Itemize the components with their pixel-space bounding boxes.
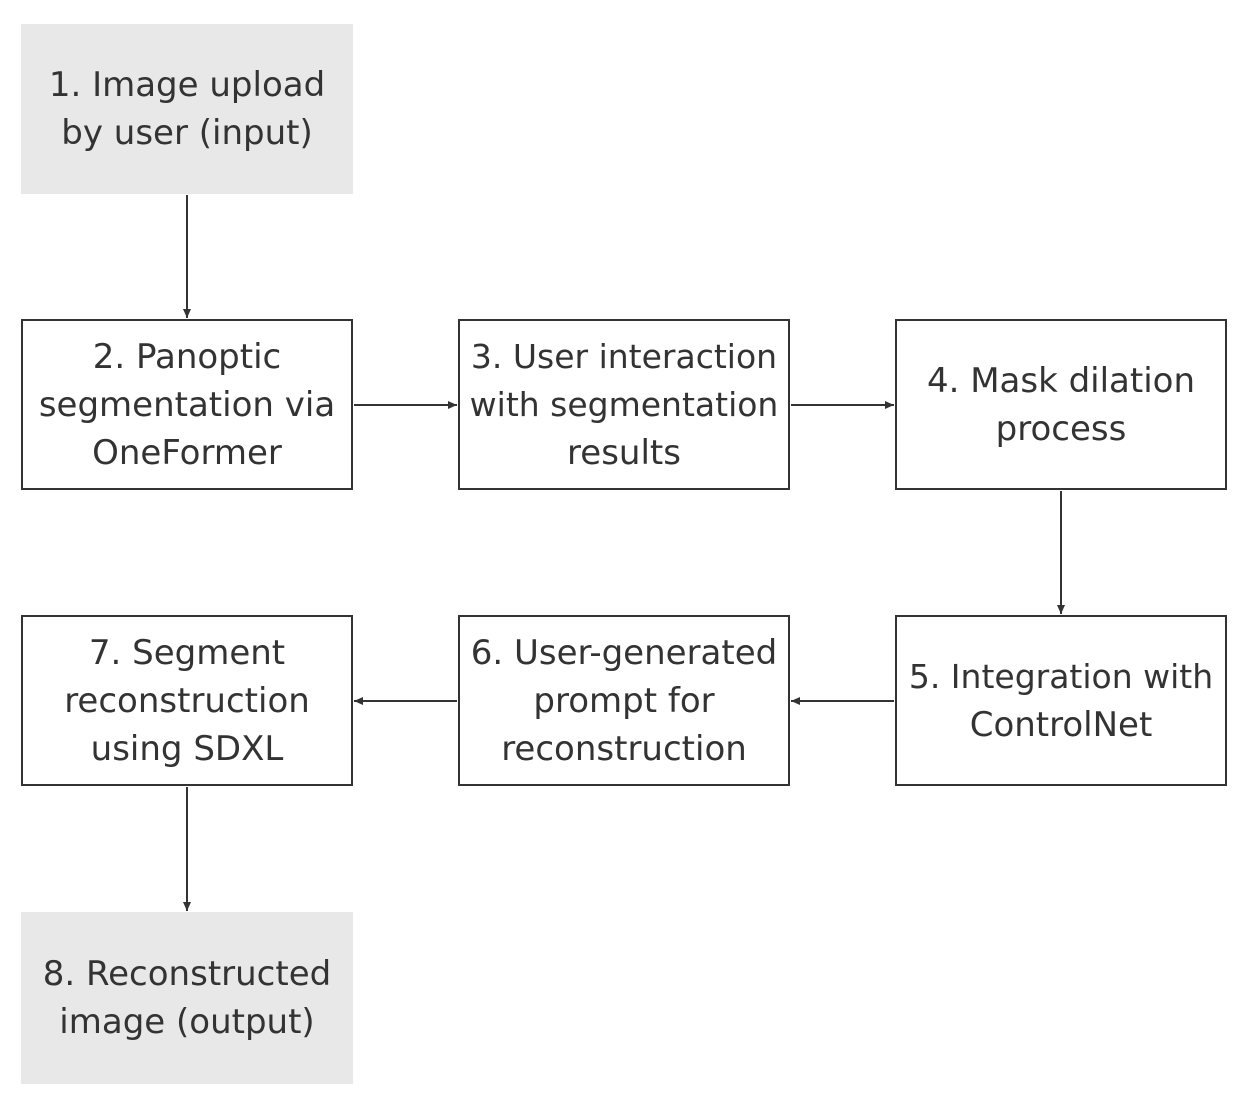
step-7-text-line-3: using SDXL — [90, 728, 284, 769]
step-6-text-line-2: prompt for — [533, 680, 715, 721]
step-5-text-line-1: 5. Integration with — [908, 656, 1214, 696]
step-8-reconstructed-image-box: 8. Reconstructed image (output) — [21, 912, 353, 1084]
step-6-user-prompt-box: 6. User-generated prompt for reconstruct… — [458, 615, 790, 786]
step-6-text-line-3: reconstruction — [501, 728, 747, 769]
step-2-text-line-2: segmentation via — [38, 384, 336, 425]
step-1-text-line-1: 1. Image upload — [48, 65, 326, 105]
step-2-text-line-3: OneFormer — [92, 432, 282, 473]
step-4-text-line-2: process — [995, 408, 1127, 449]
step-1-text-line-2: by user (input) — [61, 113, 313, 153]
step-5-text-line-2: ControlNet — [969, 704, 1153, 745]
step-4-mask-dilation-box: 4. Mask dilation process — [895, 319, 1227, 490]
step-2-text-line-1: 2. Panoptic — [92, 336, 282, 377]
step-6-text-line-1: 6. User-generated — [470, 632, 778, 673]
step-4-text-line-1: 4. Mask dilation — [926, 360, 1196, 401]
step-7-segment-reconstruction-box: 7. Segment reconstruction using SDXL — [21, 615, 353, 786]
step-3-user-interaction-box: 3. User interaction with segmentation re… — [458, 319, 790, 490]
step-7-text-line-2: reconstruction — [64, 680, 310, 721]
step-3-text-line-1: 3. User interaction — [470, 336, 778, 376]
step-3-text-line-2: with segmentation — [469, 384, 779, 424]
step-3-text-line-3: results — [567, 432, 681, 473]
step-5-controlnet-integration-box: 5. Integration with ControlNet — [895, 615, 1227, 786]
step-8-text-line-2: image (output) — [59, 1002, 315, 1042]
step-7-text-line-1: 7. Segment — [88, 632, 286, 673]
step-2-panoptic-segmentation-box: 2. Panoptic segmentation via OneFormer — [21, 319, 353, 490]
step-1-image-upload-box: 1. Image upload by user (input) — [21, 24, 353, 194]
step-8-text-line-1: 8. Reconstructed — [42, 954, 332, 994]
